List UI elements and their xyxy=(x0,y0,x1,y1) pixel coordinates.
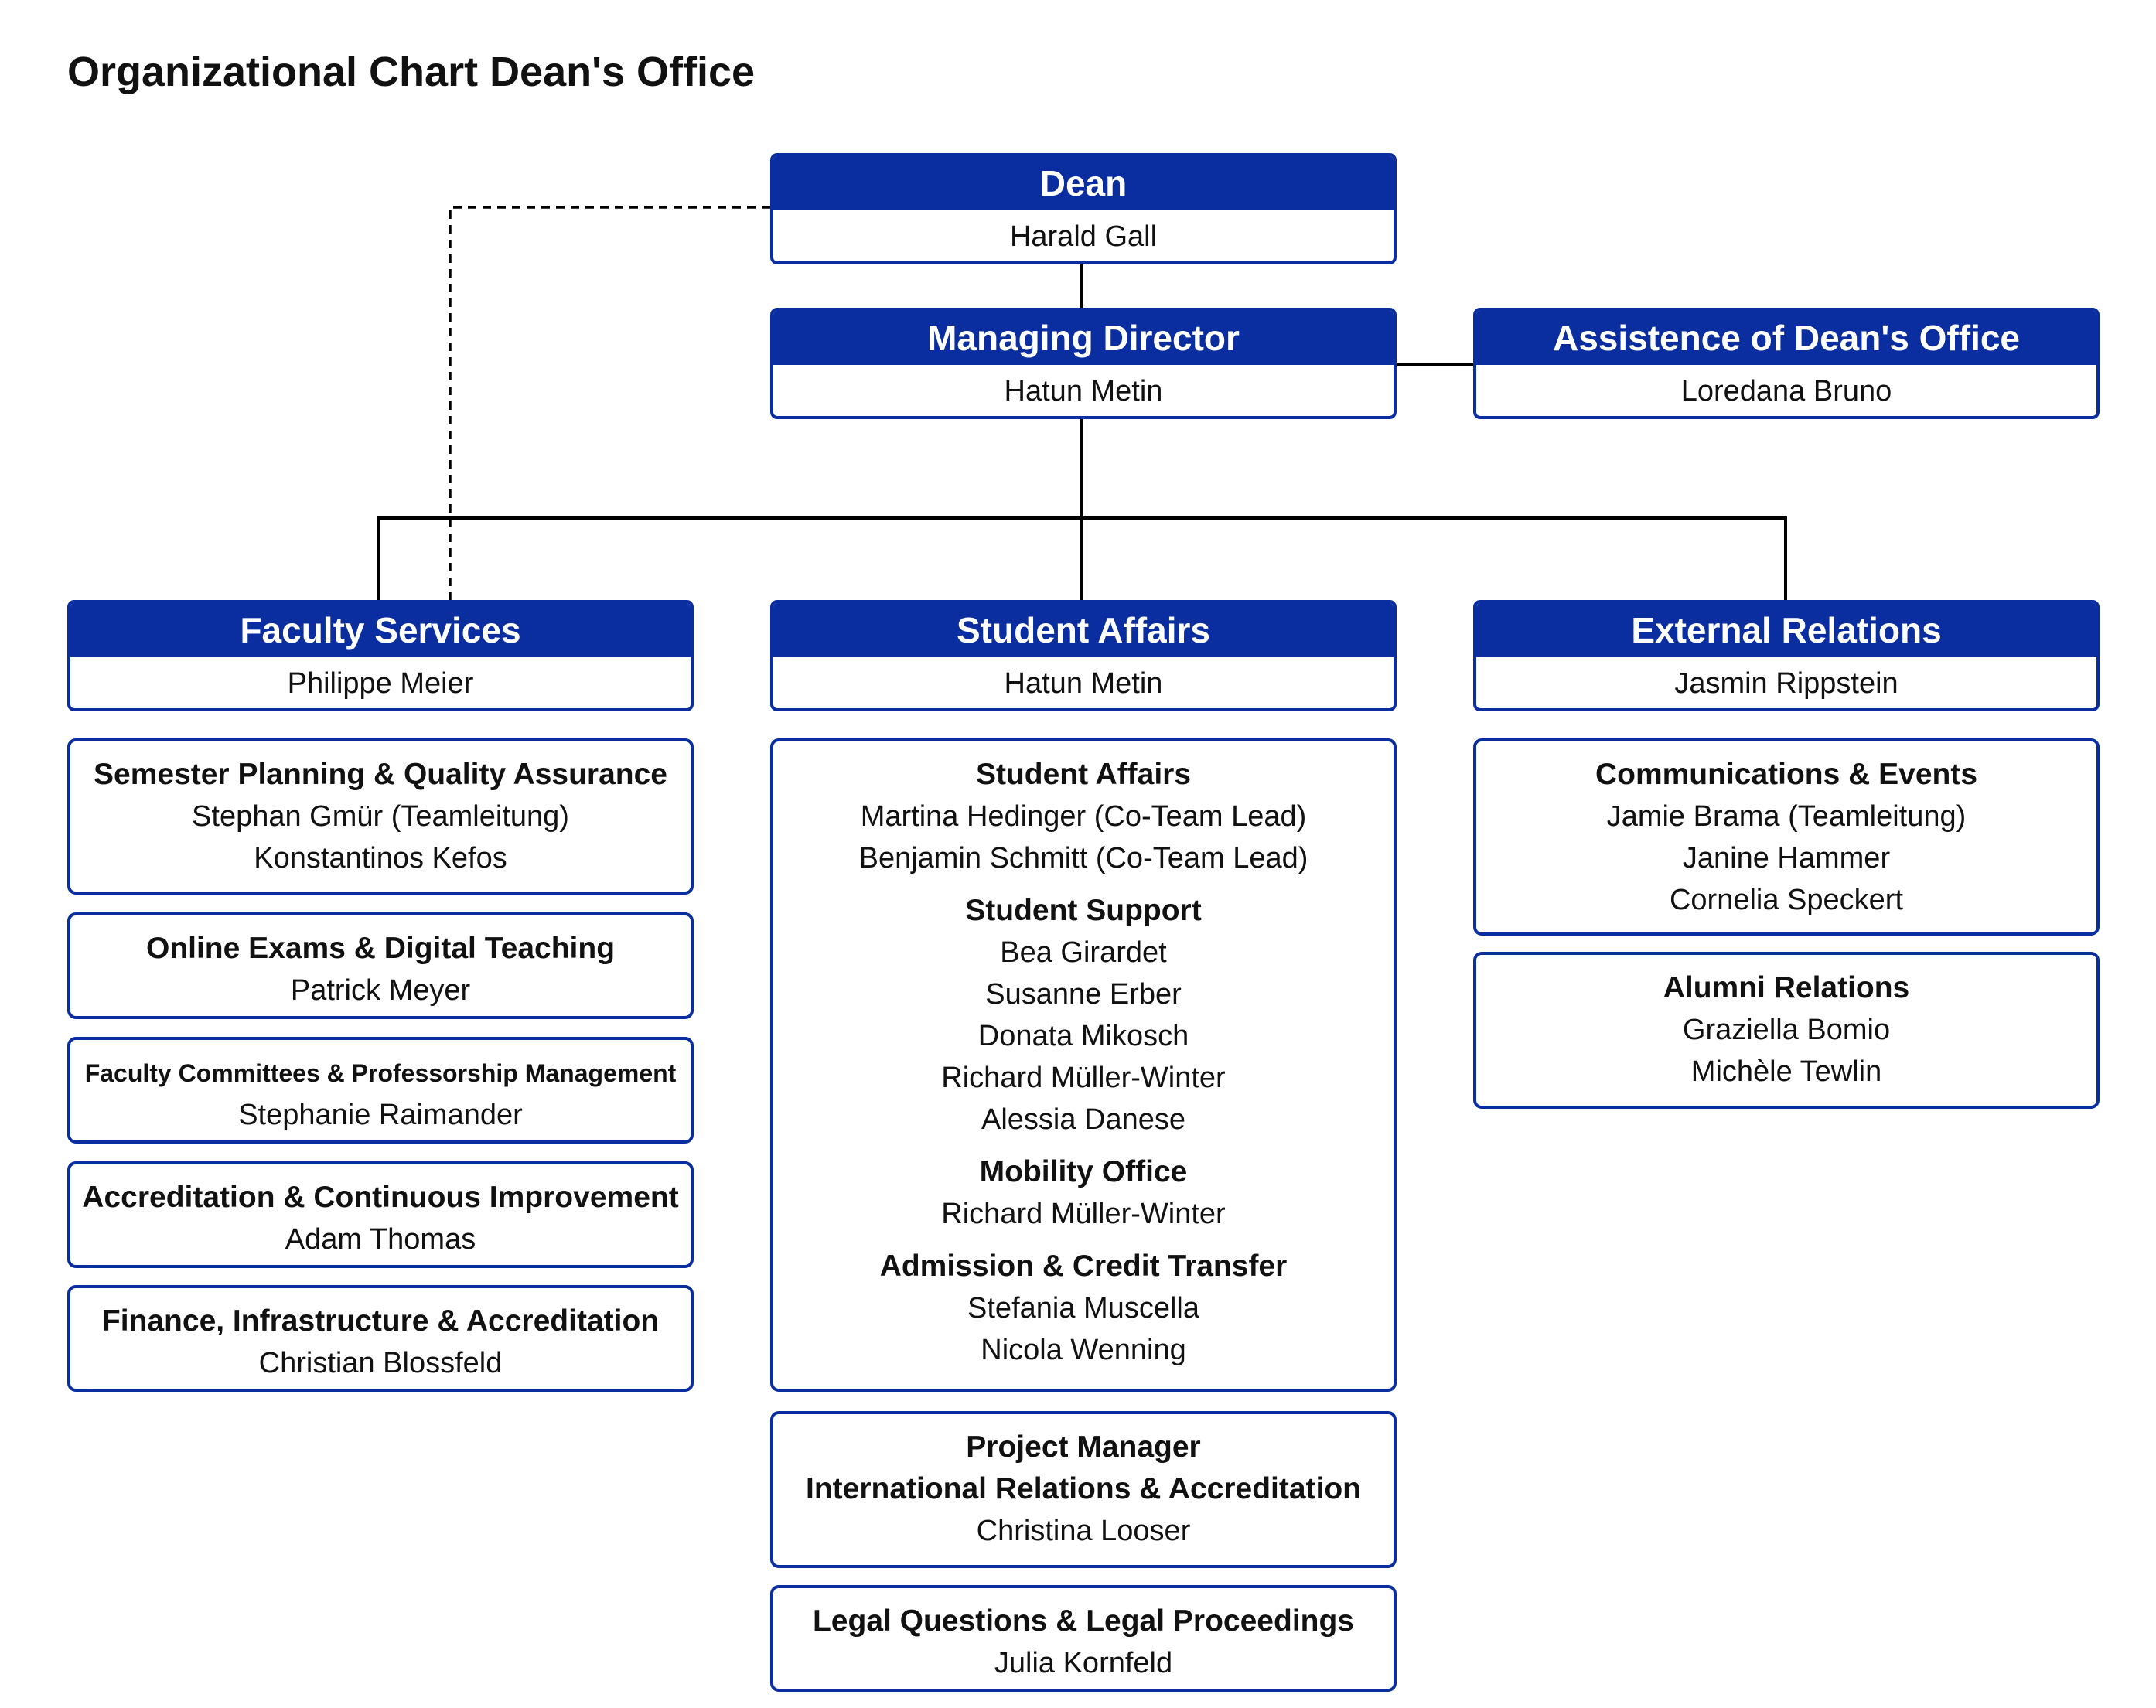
group-admission-credit-transfer: Admission & Credit Transfer Stefania Mus… xyxy=(773,1246,1394,1371)
assistance-title: Assistence of Dean's Office xyxy=(1476,311,2096,365)
unit-member: Christian Blossfeld xyxy=(258,1347,503,1379)
unit-member: Stephan Gmür (Teamleitung) xyxy=(192,800,569,833)
group-member: Benjamin Schmitt (Co-Team Lead) xyxy=(858,842,1308,874)
unit-legal-questions: Legal Questions & Legal Proceedings Juli… xyxy=(770,1585,1397,1692)
group-title: Admission & Credit Transfer xyxy=(879,1249,1288,1283)
unit-member: Stephanie Raimander xyxy=(238,1099,523,1131)
unit-faculty-committees: Faculty Committees & Professorship Manag… xyxy=(67,1037,694,1144)
unit-student-affairs-teams: Student Affairs Martina Hedinger (Co-Tea… xyxy=(770,738,1397,1392)
unit-member: Graziella Bomio xyxy=(1682,1014,1891,1046)
unit-member: Julia Kornfeld xyxy=(994,1647,1173,1679)
unit-accreditation-improvement: Accreditation & Continuous Improvement A… xyxy=(67,1161,694,1268)
faculty-services-box: Faculty Services Philippe Meier xyxy=(67,600,694,711)
student-affairs-name: Hatun Metin xyxy=(1004,667,1163,700)
group-member: Susanne Erber xyxy=(985,978,1182,1011)
group-mobility-office: Mobility Office Richard Müller-Winter xyxy=(773,1151,1394,1235)
group-student-affairs: Student Affairs Martina Hedinger (Co-Tea… xyxy=(773,754,1394,879)
unit-title: Faculty Committees & Professorship Manag… xyxy=(84,1059,677,1087)
group-title: Student Affairs xyxy=(975,758,1192,791)
unit-member: Christina Looser xyxy=(976,1515,1191,1547)
unit-communications-events: Communications & Events Jamie Brama (Tea… xyxy=(1473,738,2100,936)
unit-member: Konstantinos Kefos xyxy=(254,842,507,874)
unit-member: Jamie Brama (Teamleitung) xyxy=(1606,800,1967,833)
faculty-services-title: Faculty Services xyxy=(70,603,691,657)
unit-semester-planning: Semester Planning & Quality Assurance St… xyxy=(67,738,694,895)
group-member: Donata Mikosch xyxy=(977,1020,1189,1052)
dean-title: Dean xyxy=(773,156,1394,210)
managing-director-title: Managing Director xyxy=(773,311,1394,365)
unit-title: Communications & Events xyxy=(1595,758,1978,791)
group-title: Student Support xyxy=(965,894,1202,927)
group-member: Nicola Wenning xyxy=(981,1334,1186,1366)
unit-title-line1: Project Manager xyxy=(966,1430,1201,1464)
managing-director-box: Managing Director Hatun Metin xyxy=(770,308,1397,419)
dashed-connector-dean-to-faculty-services xyxy=(449,206,770,602)
external-relations-name: Jasmin Rippstein xyxy=(1674,667,1898,700)
unit-member: Patrick Meyer xyxy=(290,974,471,1007)
unit-title: Finance, Infrastructure & Accreditation xyxy=(101,1304,660,1338)
unit-member: Adam Thomas xyxy=(285,1223,476,1256)
unit-online-exams: Online Exams & Digital Teaching Patrick … xyxy=(67,912,694,1019)
group-member: Richard Müller-Winter xyxy=(941,1198,1226,1230)
group-title: Mobility Office xyxy=(979,1155,1188,1188)
unit-finance-infrastructure: Finance, Infrastructure & Accreditation … xyxy=(67,1285,694,1392)
page-title: Organizational Chart Dean's Office xyxy=(67,49,756,95)
external-relations-title: External Relations xyxy=(1476,603,2096,657)
unit-title: Online Exams & Digital Teaching xyxy=(145,932,616,965)
external-relations-box: External Relations Jasmin Rippstein xyxy=(1473,600,2100,711)
unit-title: Legal Questions & Legal Proceedings xyxy=(812,1604,1354,1638)
group-member: Bea Girardet xyxy=(1000,936,1167,969)
unit-alumni-relations: Alumni Relations Graziella Bomio Michèle… xyxy=(1473,952,2100,1109)
managing-director-name: Hatun Metin xyxy=(1004,375,1163,407)
dean-name: Harald Gall xyxy=(1009,220,1158,253)
unit-project-manager: Project Manager International Relations … xyxy=(770,1411,1397,1568)
student-affairs-title: Student Affairs xyxy=(773,603,1394,657)
group-member: Martina Hedinger (Co-Team Lead) xyxy=(860,800,1307,833)
unit-member: Cornelia Speckert xyxy=(1669,884,1904,916)
faculty-services-name: Philippe Meier xyxy=(287,667,474,700)
group-member: Richard Müller-Winter xyxy=(941,1062,1226,1094)
unit-title: Semester Planning & Quality Assurance xyxy=(94,758,667,791)
dean-box: Dean Harald Gall xyxy=(770,153,1397,264)
unit-title: Accreditation & Continuous Improvement xyxy=(82,1181,679,1214)
unit-title: Alumni Relations xyxy=(1663,971,1910,1004)
unit-title-line2: International Relations & Accreditation xyxy=(806,1472,1361,1505)
assistance-name: Loredana Bruno xyxy=(1680,375,1892,407)
group-student-support: Student Support Bea Girardet Susanne Erb… xyxy=(773,890,1394,1140)
group-member: Alessia Danese xyxy=(981,1103,1186,1136)
assistance-box: Assistence of Dean's Office Loredana Bru… xyxy=(1473,308,2100,419)
group-member: Stefania Muscella xyxy=(967,1292,1199,1324)
unit-member: Michèle Tewlin xyxy=(1690,1055,1882,1088)
unit-member: Janine Hammer xyxy=(1682,842,1891,874)
student-affairs-box: Student Affairs Hatun Metin xyxy=(770,600,1397,711)
